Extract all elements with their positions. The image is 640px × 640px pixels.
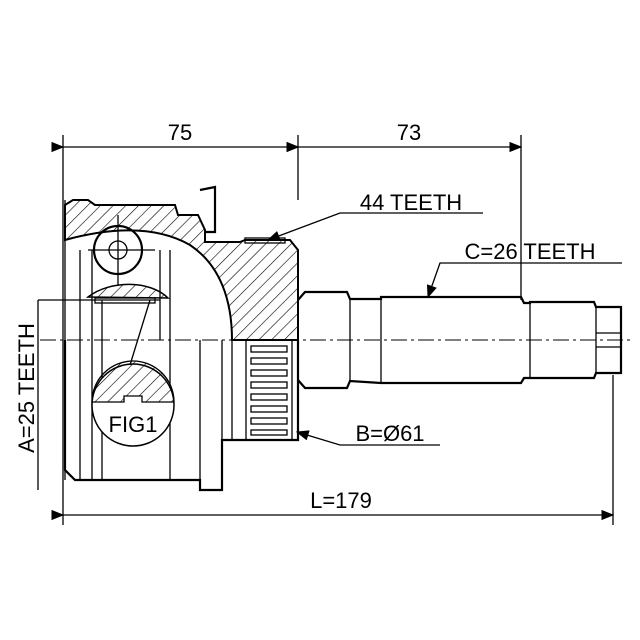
extension-lines [38,135,614,525]
label-b-diameter: B=Ø61 [355,421,424,446]
leader-b-diameter [295,430,440,446]
label-44-teeth: 44 TEETH [360,190,462,215]
label-c-teeth: C=26 TEETH [464,239,595,264]
dim-label-total: L=179 [310,488,372,513]
leader-c-teeth [426,262,622,299]
abs-tone-ring [245,339,293,441]
dim-label-73: 73 [397,120,421,145]
leader-44-teeth [266,212,483,241]
fig1-label: FIG1 [109,412,158,437]
outer-housing [63,185,300,492]
label-a-teeth: A=25 TEETH [14,323,39,453]
fig1-detail: FIG1 [91,299,175,447]
dim-label-75: 75 [168,120,192,145]
